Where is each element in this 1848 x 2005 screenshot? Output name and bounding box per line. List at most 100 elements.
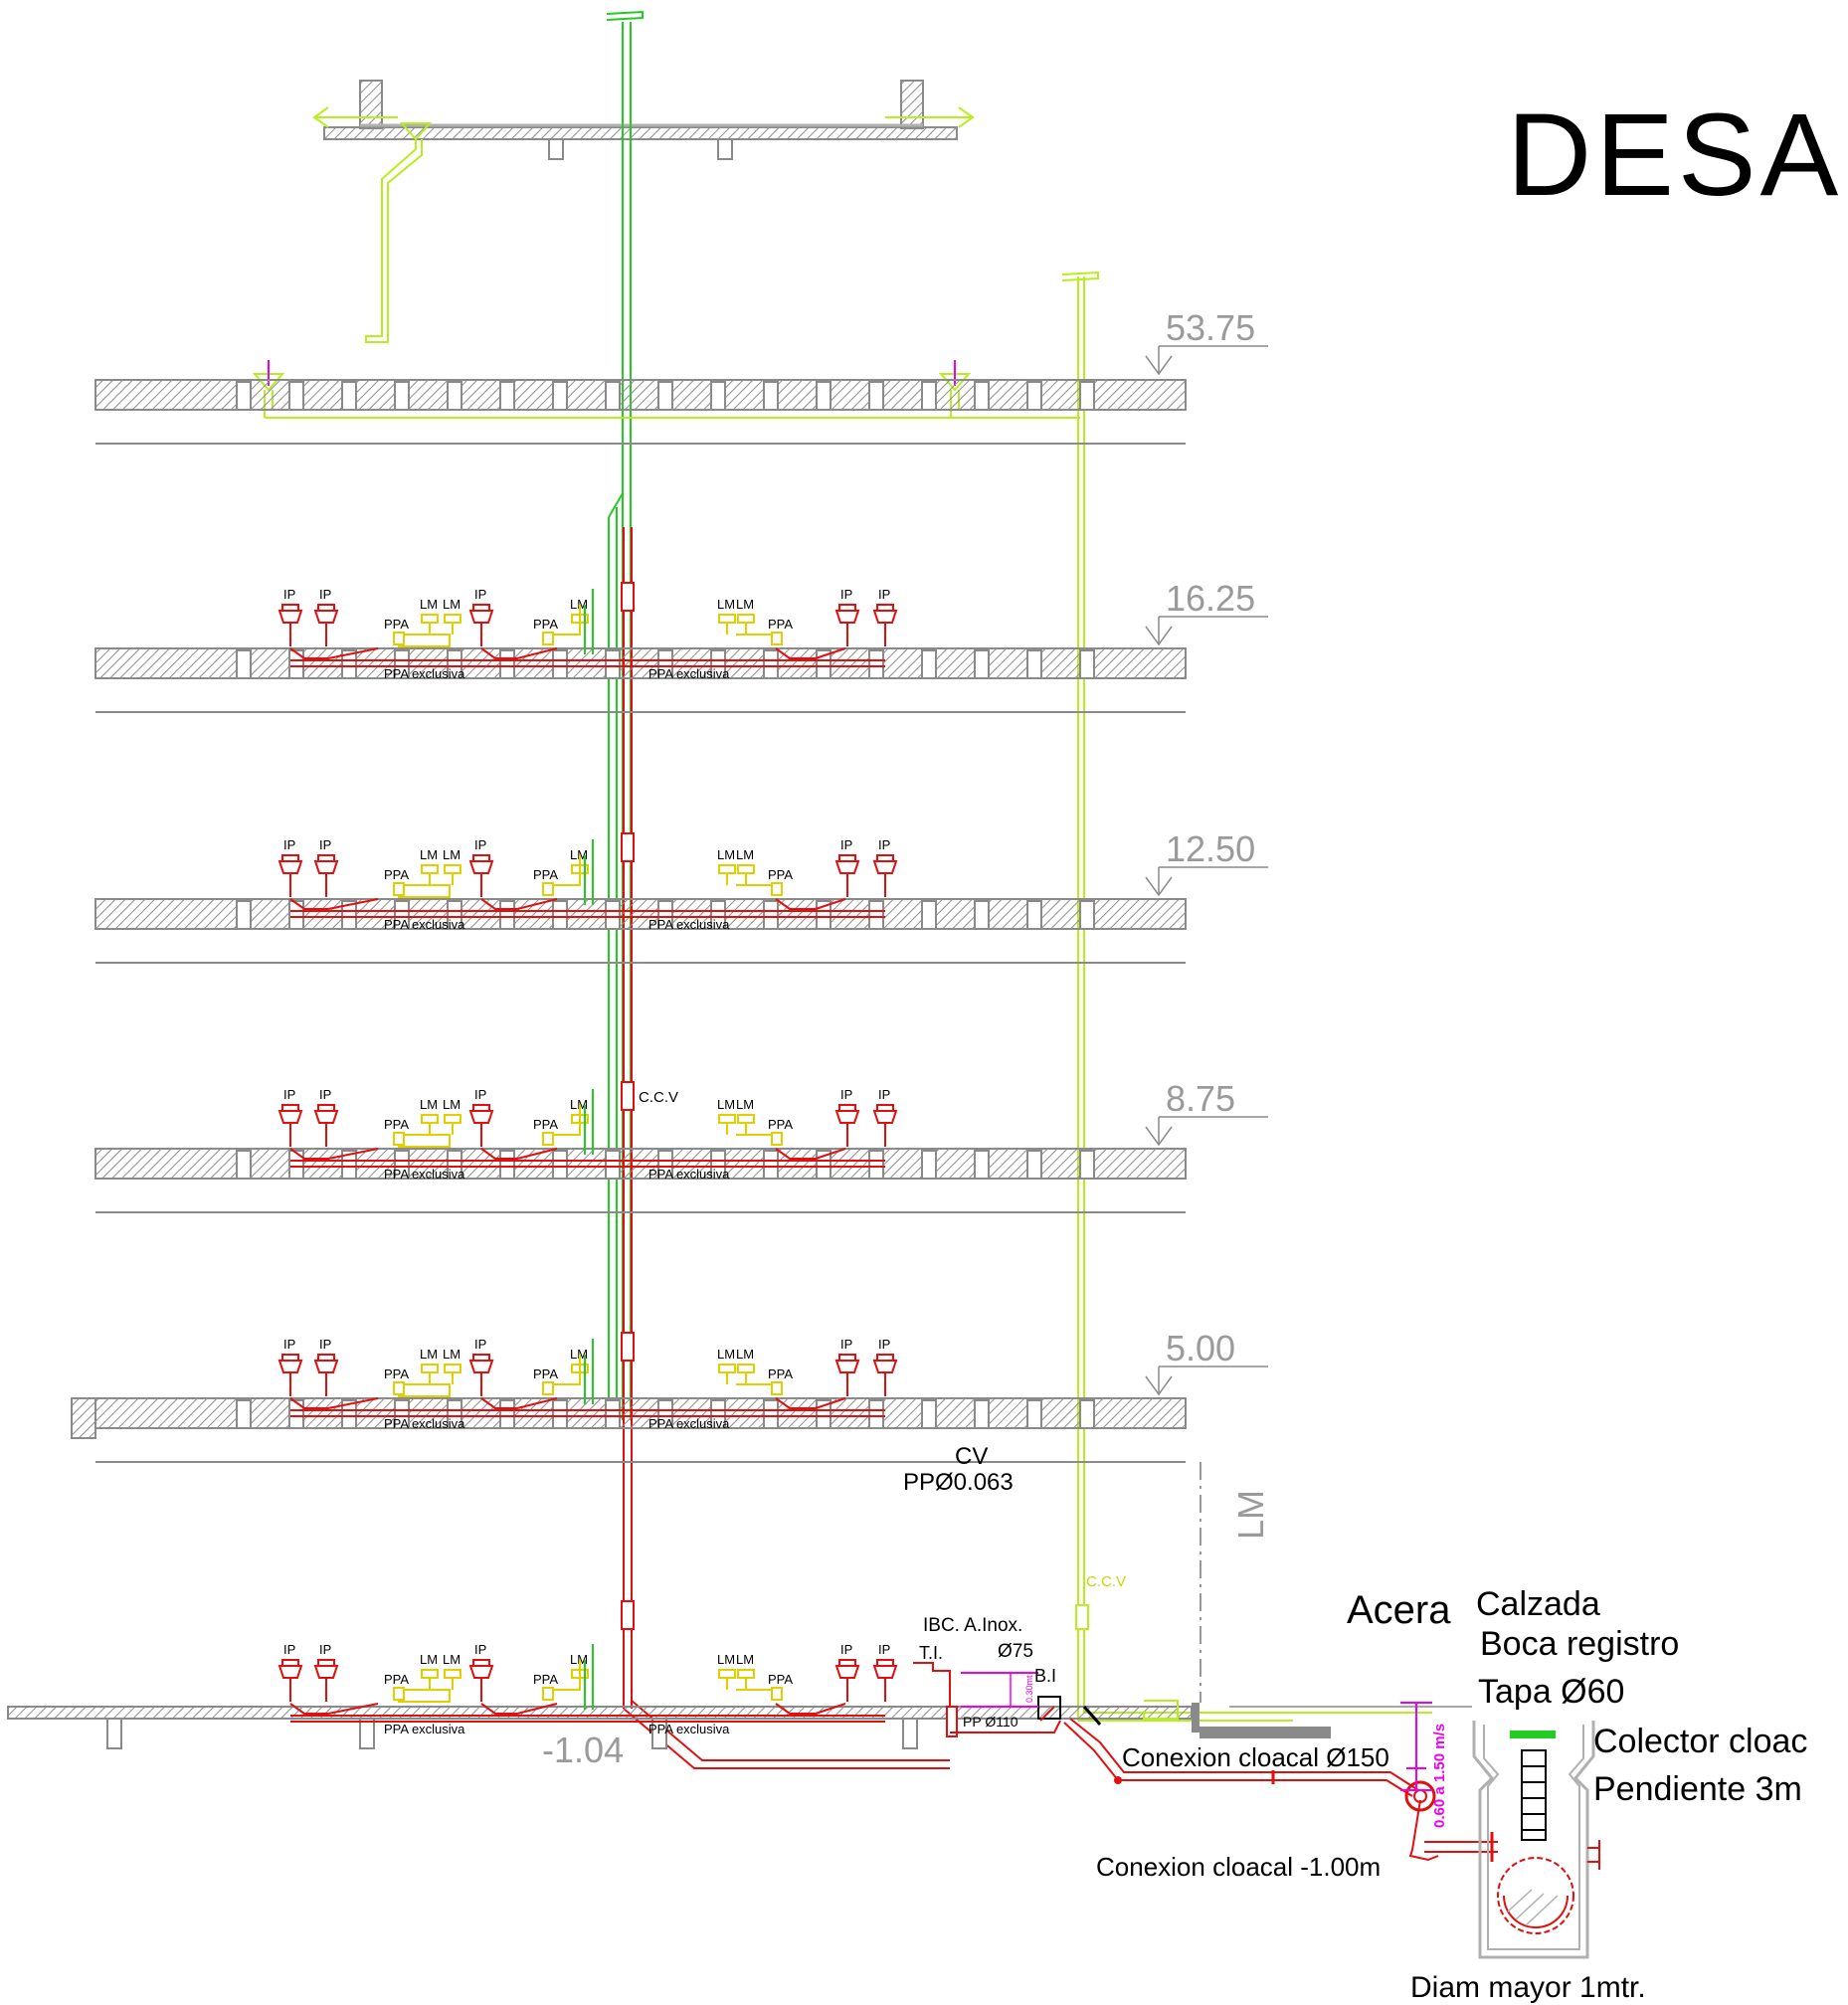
toilet-icon: [872, 1665, 898, 1679]
sink-icon: [444, 1114, 462, 1124]
toilet-tank-icon: [472, 1354, 490, 1362]
toilet-icon: [468, 1360, 494, 1373]
toilet-tank-icon: [876, 1659, 894, 1667]
fixture-label-ppa-exclusiva: PPA exclusiva: [384, 1722, 465, 1736]
slab-rib: [605, 1399, 621, 1429]
fixture-label-ip: IP: [283, 837, 295, 852]
toilet-tank-icon: [472, 1659, 490, 1667]
toilet-icon: [468, 860, 494, 874]
slab-rib: [710, 649, 726, 679]
fixture-label-ip: IP: [319, 1337, 331, 1352]
fixture-label-ppa: PPA: [768, 1672, 793, 1687]
sink-icon: [718, 1114, 736, 1124]
fixture-label-ip: IP: [474, 837, 486, 852]
toilet-icon: [834, 1360, 860, 1373]
toilet-tank-icon: [472, 604, 490, 612]
pp110-label: PP Ø110: [963, 1714, 1018, 1730]
depth-range-label: 0.60 a 1.50 m/s: [1431, 1724, 1448, 1828]
slab-rib: [921, 900, 937, 930]
fixture-label-ppa-exclusiva: PPA exclusiva: [648, 1722, 730, 1736]
fixture-label-lm: LM: [736, 847, 754, 862]
fixture-label-lm: LM: [420, 1347, 438, 1362]
colector-label: Colector cloac: [1593, 1723, 1807, 1760]
toilet-tank-icon: [876, 604, 894, 612]
slab-rib: [657, 1399, 673, 1429]
slab-rib: [974, 1399, 990, 1429]
fixture-label-lm: LM: [717, 1097, 735, 1112]
slab-rib: [605, 1150, 621, 1180]
slab-rib: [710, 1150, 726, 1180]
calzada-label: Calzada: [1476, 1585, 1600, 1623]
sink-icon: [421, 614, 439, 624]
sink-icon: [444, 1364, 462, 1373]
fixture-label-lm: LM: [420, 1097, 438, 1112]
fixture-label-ppa-exclusiva: PPA exclusiva: [384, 666, 465, 681]
fixture-label-lm: LM: [570, 597, 588, 612]
toilet-icon: [468, 1110, 494, 1124]
slab-rib: [816, 381, 832, 411]
fixture-label-ip: IP: [474, 1087, 486, 1102]
toilet-tank-icon: [838, 1354, 856, 1362]
toilet-tank-icon: [838, 1659, 856, 1667]
slab-rib: [974, 1150, 990, 1180]
floor-slab: [94, 379, 1187, 411]
slab-rib: [236, 1150, 252, 1180]
column-stub: [71, 1397, 96, 1439]
tapa-label: Tapa Ø60: [1478, 1673, 1624, 1711]
slab-rib: [710, 900, 726, 930]
sink-icon: [737, 1114, 755, 1124]
slab-rib: [763, 1399, 779, 1429]
sink-icon: [737, 864, 755, 874]
slab-rib: [921, 649, 937, 679]
slab-rib: [288, 1399, 304, 1429]
slab-rib: [341, 381, 357, 411]
slab-rib: [605, 381, 621, 411]
riser-label: C.C.V: [639, 1089, 678, 1106]
slab-rib: [1026, 649, 1042, 679]
slab-rib: [394, 1150, 410, 1180]
slab-rib: [552, 900, 568, 930]
ti-label: T.I.: [919, 1643, 943, 1663]
level-label-1: 5.00: [1166, 1328, 1235, 1368]
slab-rib: [236, 381, 252, 411]
conexion-150-label: Conexion cloacal Ø150: [1122, 1742, 1389, 1772]
slab-rib: [447, 900, 462, 930]
text-labels: 53.75 16.25 12.50 8.75 5.00 -1.04 C.C.V …: [542, 307, 1807, 2004]
fixture-label-ip: IP: [283, 1642, 295, 1657]
fixture-label-ppa-exclusiva: PPA exclusiva: [648, 917, 730, 932]
fixture-label-ip: IP: [319, 837, 331, 852]
fixture-label-ppa: PPA: [768, 1367, 793, 1381]
slab-rib: [974, 381, 990, 411]
toilet-icon: [277, 1110, 303, 1124]
toilet-icon: [872, 610, 898, 624]
sink-icon: [444, 1669, 462, 1679]
fixture-label-ip: IP: [840, 587, 852, 602]
toilet-tank-icon: [317, 854, 335, 862]
toilet-tank-icon: [876, 1354, 894, 1362]
fixture-label-lm: LM: [717, 1347, 735, 1362]
fixture-label-ppa-exclusiva: PPA exclusiva: [384, 1167, 465, 1182]
slab-rib: [1026, 381, 1042, 411]
fixture-label-ppa: PPA: [533, 1672, 558, 1687]
diam-mayor-label: Diam mayor 1mtr.: [1410, 1971, 1646, 2004]
fixture-label-ppa: PPA: [384, 617, 409, 632]
toilet-icon: [277, 610, 303, 624]
slab-rib: [974, 900, 990, 930]
branch-zigzag: [289, 898, 379, 910]
ppa-collector: [398, 1134, 451, 1148]
ppa-collector: [398, 884, 451, 898]
toilet-tank-icon: [317, 1104, 335, 1112]
branch-zigzag: [775, 1703, 846, 1715]
fixture-label-ppa: PPA: [384, 1367, 409, 1381]
toilet-tank-icon: [281, 1659, 299, 1667]
branch-zigzag: [289, 1148, 379, 1160]
sink-icon: [718, 614, 736, 624]
branch-zigzag: [480, 647, 558, 659]
ppa-collector: [547, 1660, 581, 1691]
slab-rib: [499, 381, 515, 411]
property-line-label: LM: [1230, 1490, 1271, 1540]
slab-rib: [605, 649, 621, 679]
fixture-label-ip: IP: [283, 1337, 295, 1352]
slab-rib: [288, 649, 304, 679]
